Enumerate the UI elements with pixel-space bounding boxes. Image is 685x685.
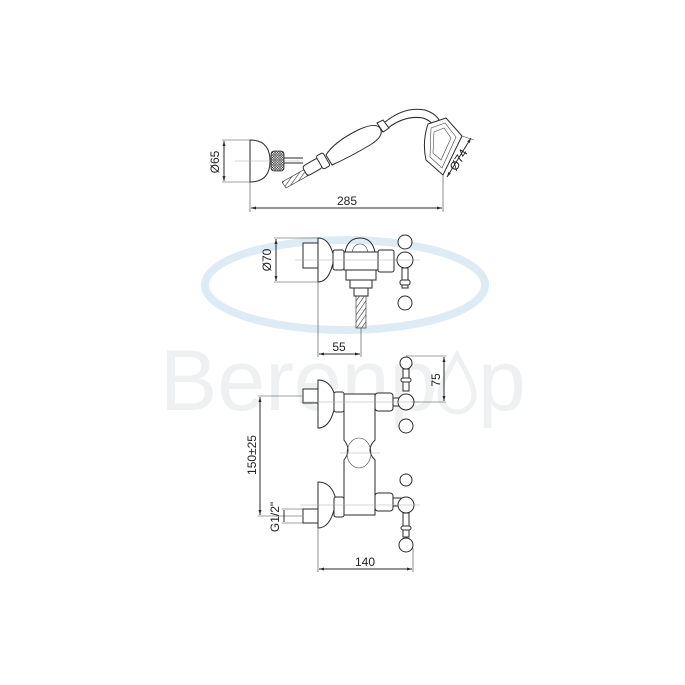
dim-projection: 55 (317, 282, 362, 357)
dim-flange-diameter: Ø70 (260, 237, 320, 283)
top-view: Ø70 55 (260, 234, 420, 357)
shower-head (423, 117, 463, 176)
dim-overall-length: 285 (249, 175, 444, 212)
hand-shower-view: Ø65 Ø74 285 (208, 108, 475, 212)
svg-text:Ø70: Ø70 (260, 248, 274, 271)
watermark: Berenp p (160, 236, 526, 429)
watermark-text-tail: p (478, 333, 526, 429)
svg-text:150±25: 150±25 (245, 435, 259, 475)
dim-handle-height: 75 (406, 355, 446, 403)
mixer-body (343, 393, 376, 516)
watermark-droplet-icon (437, 349, 477, 415)
watermark-text: Berenp (160, 333, 437, 429)
hose-stub (355, 295, 367, 329)
svg-text:285: 285 (337, 194, 357, 208)
dim-holder-diameter: Ø65 (208, 139, 250, 183)
svg-text:75: 75 (429, 373, 443, 387)
knurled-nut (270, 150, 285, 172)
shower-handle (325, 124, 382, 166)
svg-text:140: 140 (355, 555, 375, 569)
dim-overall-width: 140 (317, 528, 414, 572)
dim-centre-distance: 150±25 (245, 395, 302, 517)
dim-connection-thread: G1/2" (268, 502, 303, 532)
front-view: 75 150±25 G1/2" 140 (245, 355, 446, 572)
watermark-ring (201, 236, 489, 334)
svg-text:Ø65: Ø65 (208, 150, 222, 173)
cross-handle (396, 234, 414, 311)
svg-text:G1/2": G1/2" (268, 502, 282, 532)
svg-text:55: 55 (332, 340, 346, 354)
lower-cross-handle (397, 473, 415, 553)
